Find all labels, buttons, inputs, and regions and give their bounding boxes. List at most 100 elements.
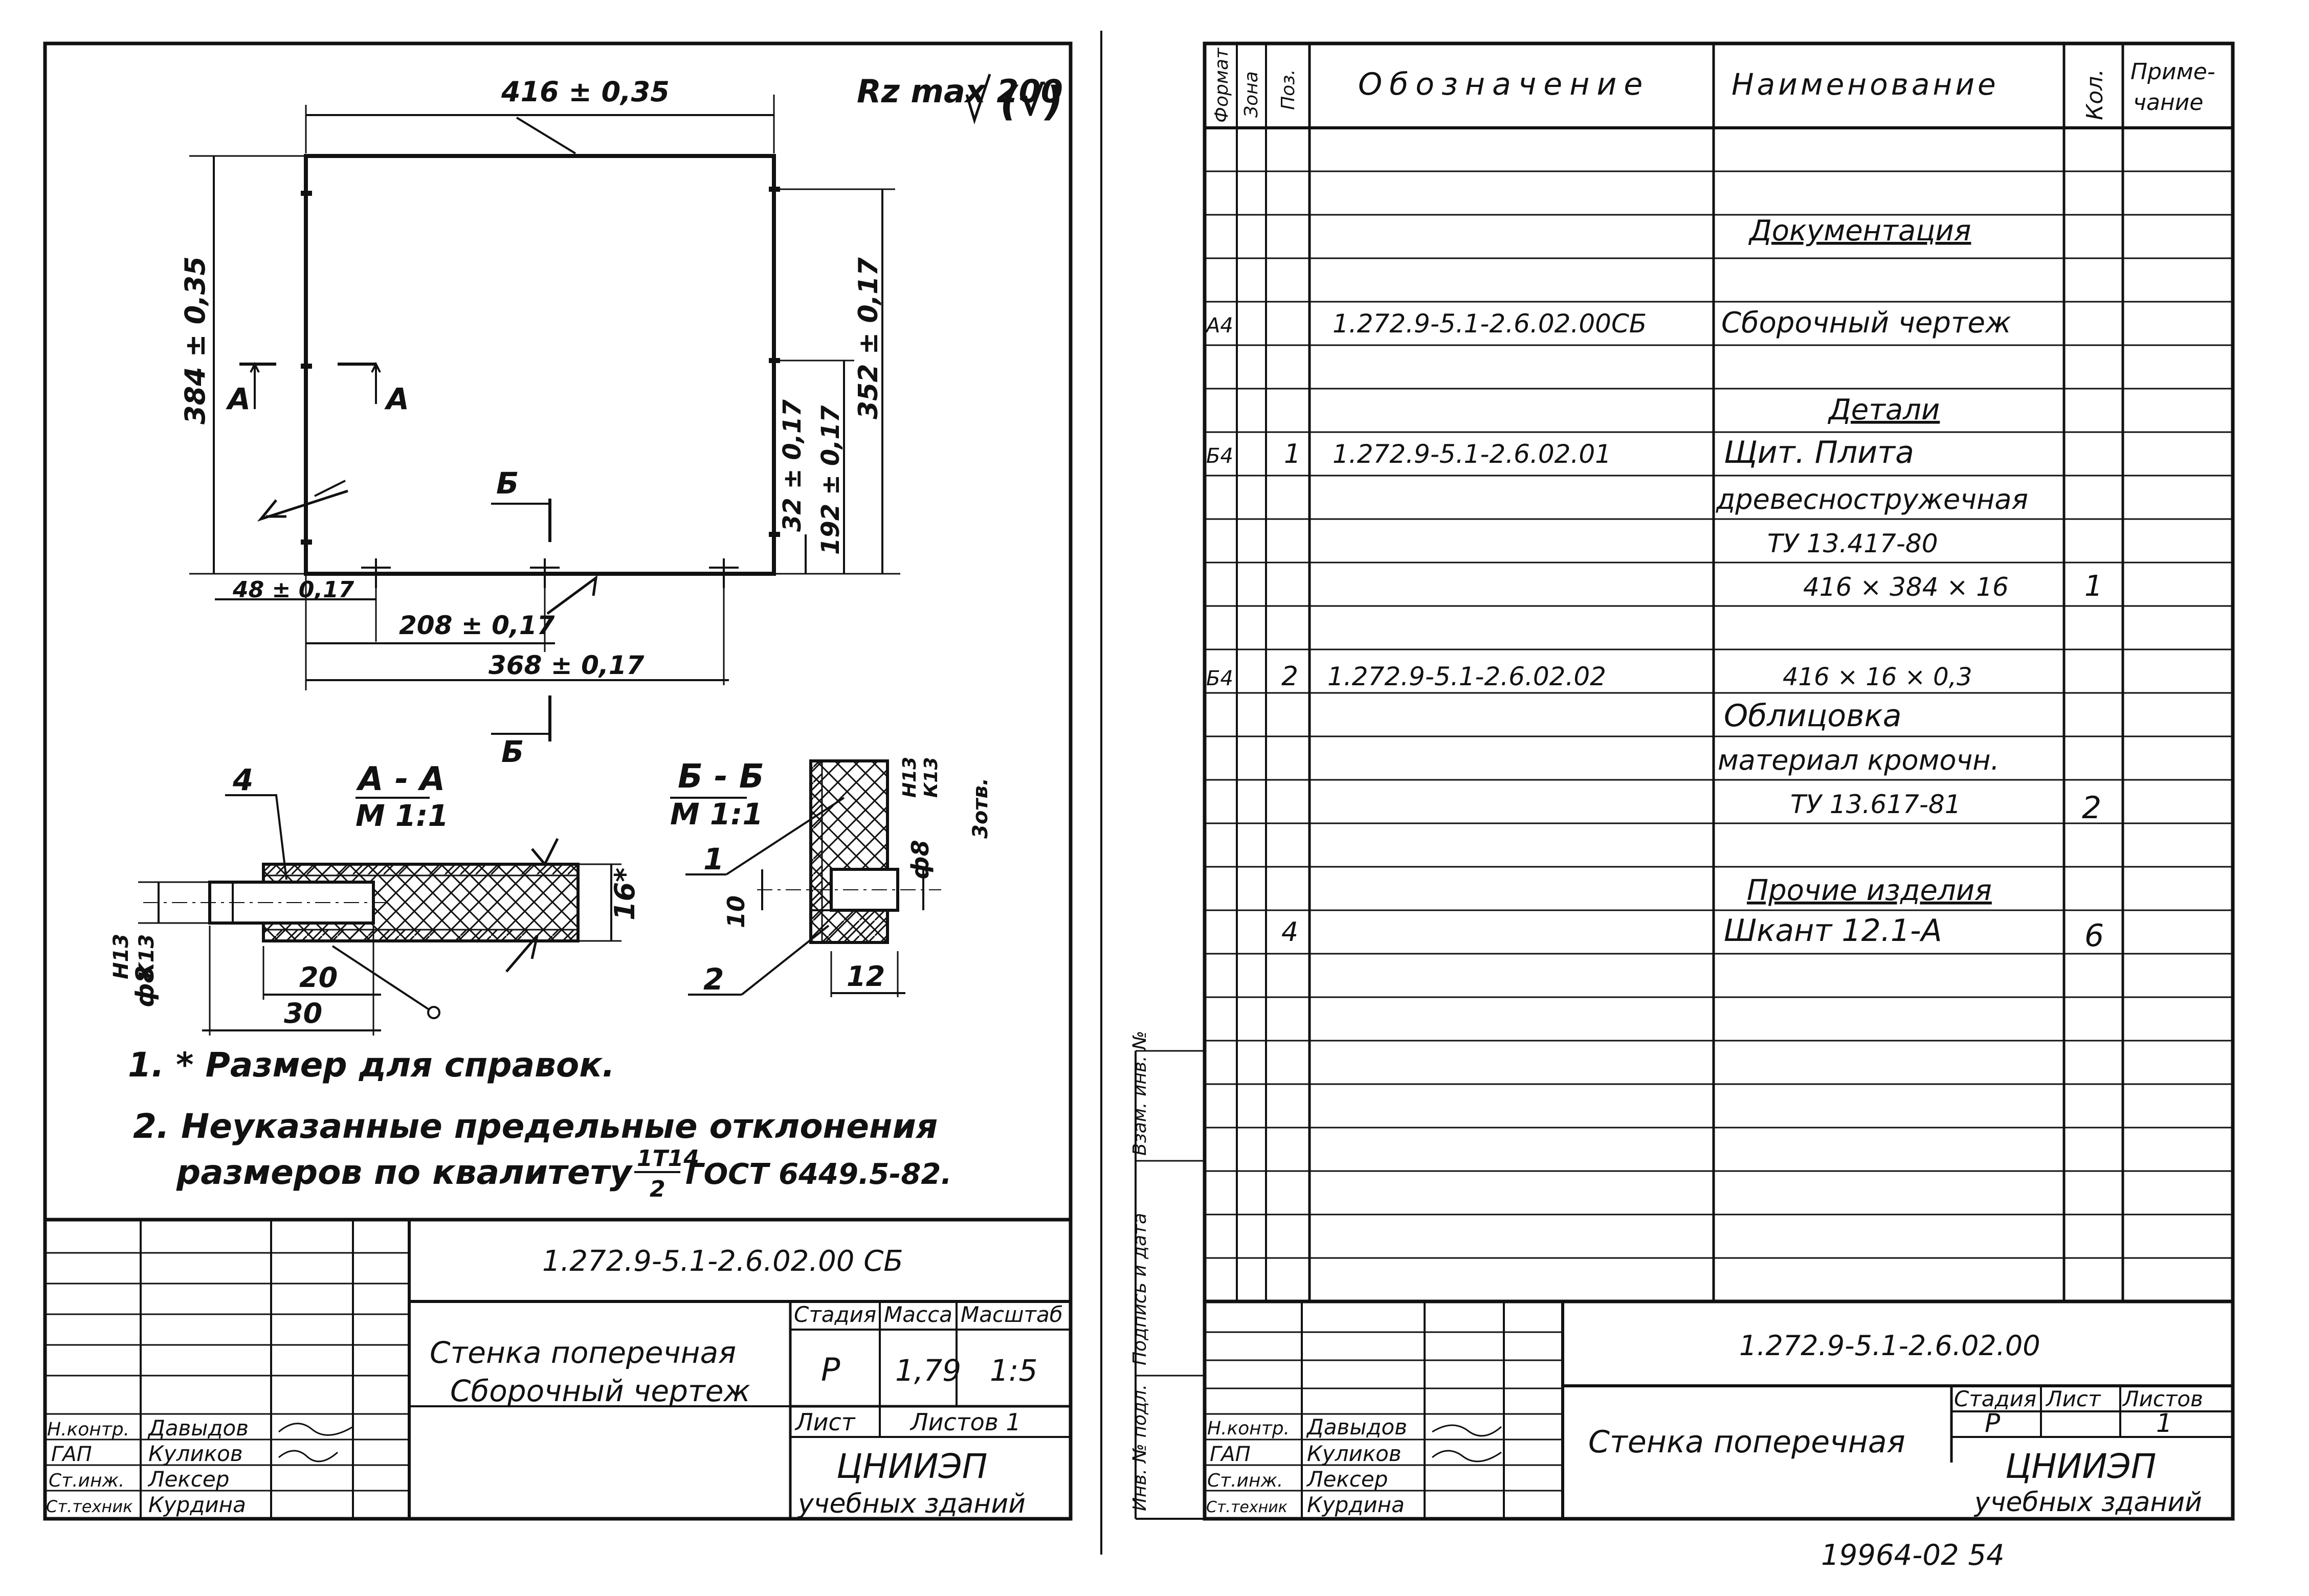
svg-text:20: 20 [299, 961, 338, 994]
svg-text:Обозначение: Обозначение [1358, 66, 1650, 102]
svg-text:А - А: А - А [356, 760, 445, 798]
header-note-1: Приме- [2130, 59, 2215, 85]
svg-text:Листов 1: Листов 1 [909, 1408, 1021, 1436]
svg-text:2: 2 [1281, 661, 1298, 692]
svg-text:2. Неуказанные предельные: 2. Неуказанные предельные отклонения [133, 1107, 938, 1146]
svg-text:12: 12 [847, 960, 885, 993]
svg-text:1: 1 [2084, 570, 2103, 603]
svg-text:Курдина: Курдина [1307, 1492, 1405, 1517]
svg-text:А: А [226, 381, 251, 416]
svg-text:Курдина: Курдина [148, 1492, 246, 1517]
svg-text:1.272.9-5.1-2.6.02.00СБ: 1.272.9-5.1-2.6.02.00СБ [1333, 309, 1647, 339]
svg-text:1Т14: 1Т14 [637, 1145, 699, 1172]
svg-text:Давыдов: Давыдов [147, 1415, 249, 1441]
svg-text:Ст.техник: Ст.техник [46, 1497, 133, 1516]
svg-text:ф8: ф8 [131, 966, 160, 1007]
svg-text:6: 6 [2084, 918, 2104, 954]
svg-text:Щит. Плита: Щит. Плита [1724, 435, 1914, 470]
svg-text:1: 1 [1284, 439, 1301, 469]
svg-text:учебных зданий: учебных зданий [1973, 1487, 2202, 1518]
svg-text:Листов: Листов [2122, 1386, 2203, 1411]
svg-text:А: А [384, 381, 409, 416]
side-label-sign: Подпись и дата [1129, 1213, 1150, 1365]
svg-text:ТУ 13.417-80: ТУ 13.417-80 [1767, 529, 1938, 558]
svg-text:16*: 16* [609, 868, 641, 920]
svg-text:Ст.техник: Ст.техник [1206, 1498, 1287, 1516]
right-sheet-frame [1203, 41, 2235, 1521]
svg-text:Н13: Н13 [899, 757, 920, 798]
svg-text:материал кромочн.: материал кромочн. [1718, 744, 2000, 776]
svg-text:Лексер: Лексер [1306, 1467, 1388, 1492]
svg-text:Куликов: Куликов [1307, 1441, 1402, 1466]
svg-text:1:5: 1:5 [990, 1353, 1037, 1388]
section-a-a: А - А М 1:1 4 ф8 Н13 К13 [109, 760, 641, 1036]
side-label-replace: Взам. инв. № [1129, 1031, 1150, 1156]
svg-text:1.272.9-5.1-2.6.02.02: 1.272.9-5.1-2.6.02.02 [1327, 662, 1606, 691]
dim-width: 416 ± 0,35 [305, 76, 775, 154]
svg-text:2: 2 [650, 1176, 665, 1202]
left-sheet-frame [43, 41, 1073, 1521]
svg-text:416 × 16 × 0,3: 416 × 16 × 0,3 [1783, 663, 1972, 691]
svg-text:208 ± 0,17: 208 ± 0,17 [399, 611, 555, 640]
svg-text:2: 2 [2082, 790, 2101, 826]
svg-text:древесностружечная: древесностружечная [1716, 483, 2028, 515]
row-details-header: Детали [1827, 393, 1940, 426]
svg-text:ГОСТ 6449.5-82.: ГОСТ 6449.5-82. [685, 1158, 952, 1191]
svg-text:1: 1 [2156, 1408, 2172, 1438]
left-sheet: Rz max 200 (√) [43, 31, 1102, 1555]
svg-text:М 1:1: М 1:1 [670, 797, 763, 831]
svg-text:Ст.инж.: Ст.инж. [49, 1470, 124, 1491]
svg-text:А4: А4 [1205, 314, 1233, 338]
svg-text:Сборочный чертеж: Сборочный чертеж [450, 1374, 750, 1408]
svg-text:ГАП: ГАП [1210, 1443, 1251, 1466]
svg-text:Кол.: Кол. [2082, 69, 2108, 120]
svg-text:Б4: Б4 [1206, 444, 1233, 468]
dim-height: 384 ± 0,35 [179, 155, 307, 575]
svg-text:3отв.: 3отв. [969, 778, 992, 839]
header-note-2: чание [2133, 89, 2203, 116]
svg-text:Масштаб: Масштаб [961, 1302, 1063, 1327]
svg-text:ф8: ф8 [906, 840, 934, 880]
svg-text:Б: Б [501, 734, 524, 769]
svg-text:368 ± 0,17: 368 ± 0,17 [489, 650, 645, 680]
svg-text:Б: Б [496, 466, 519, 501]
svg-text:ГАП: ГАП [51, 1443, 92, 1466]
archive-stamp: 19964-02 54 [1821, 1539, 2005, 1572]
svg-text:Поз.: Поз. [1278, 69, 1299, 110]
svg-text:Н.контр.: Н.контр. [47, 1419, 129, 1440]
svg-text:416 ± 0,35: 416 ± 0,35 [501, 76, 670, 108]
svg-text:Облицовка: Облицовка [1724, 698, 1902, 734]
svg-text:Rz max 200: Rz max 200 [857, 73, 1063, 110]
spec-table: Формат Зона Поз. Обозначение Наименовани… [1205, 43, 2233, 1301]
spec-rows: Документация А4 1.272.9-5.1-2.6.02.00СБ … [1205, 214, 2104, 954]
svg-text:10: 10 [722, 895, 750, 928]
svg-text:1,79: 1,79 [895, 1353, 961, 1388]
svg-text:Наименование: Наименование [1731, 67, 1999, 102]
board-view [257, 154, 780, 615]
svg-text:Лист: Лист [794, 1408, 856, 1436]
svg-text:Стенка поперечная: Стенка поперечная [1588, 1424, 1905, 1460]
svg-text:учебных зданий: учебных зданий [797, 1489, 1026, 1519]
svg-text:Давыдов: Давыдов [1306, 1414, 1407, 1440]
svg-text:416 × 384 × 16: 416 × 384 × 16 [1803, 572, 2009, 602]
svg-text:Сборочный чертеж: Сборочный чертеж [1721, 306, 2011, 340]
svg-text:Масса: Масса [884, 1302, 952, 1327]
svg-text:4: 4 [1281, 917, 1298, 948]
svg-text:ТУ 13.617-81: ТУ 13.617-81 [1790, 790, 1961, 819]
svg-text:Ст.инж.: Ст.инж. [1207, 1470, 1283, 1491]
svg-text:ЦНИИЭП: ЦНИИЭП [2005, 1447, 2156, 1486]
svg-text:К13: К13 [921, 757, 942, 798]
row-other-header: Прочие изделия [1747, 874, 1992, 907]
notes: 1. * Размер для справок. 2. Неуказанные … [128, 1045, 952, 1202]
svg-text:4: 4 [232, 762, 253, 797]
svg-text:1.272.9-5.1-2.6.02.01: 1.272.9-5.1-2.6.02.01 [1333, 439, 1611, 469]
svg-text:Лист: Лист [2045, 1386, 2101, 1411]
svg-text:Б4: Б4 [1206, 667, 1233, 690]
svg-text:32 ± 0,17: 32 ± 0,17 [778, 399, 807, 532]
svg-text:1. * Размер для справок.: 1. * Размер для справок. [128, 1045, 615, 1085]
svg-text:Куликов: Куликов [148, 1441, 243, 1466]
svg-text:2: 2 [703, 962, 724, 997]
section-mark-b: Б Б [491, 466, 551, 769]
dim-bottom: 48 ± 0,17 208 ± 0,17 368 ± 0,17 [215, 575, 729, 690]
svg-text:Лексер: Лексер [147, 1467, 229, 1492]
